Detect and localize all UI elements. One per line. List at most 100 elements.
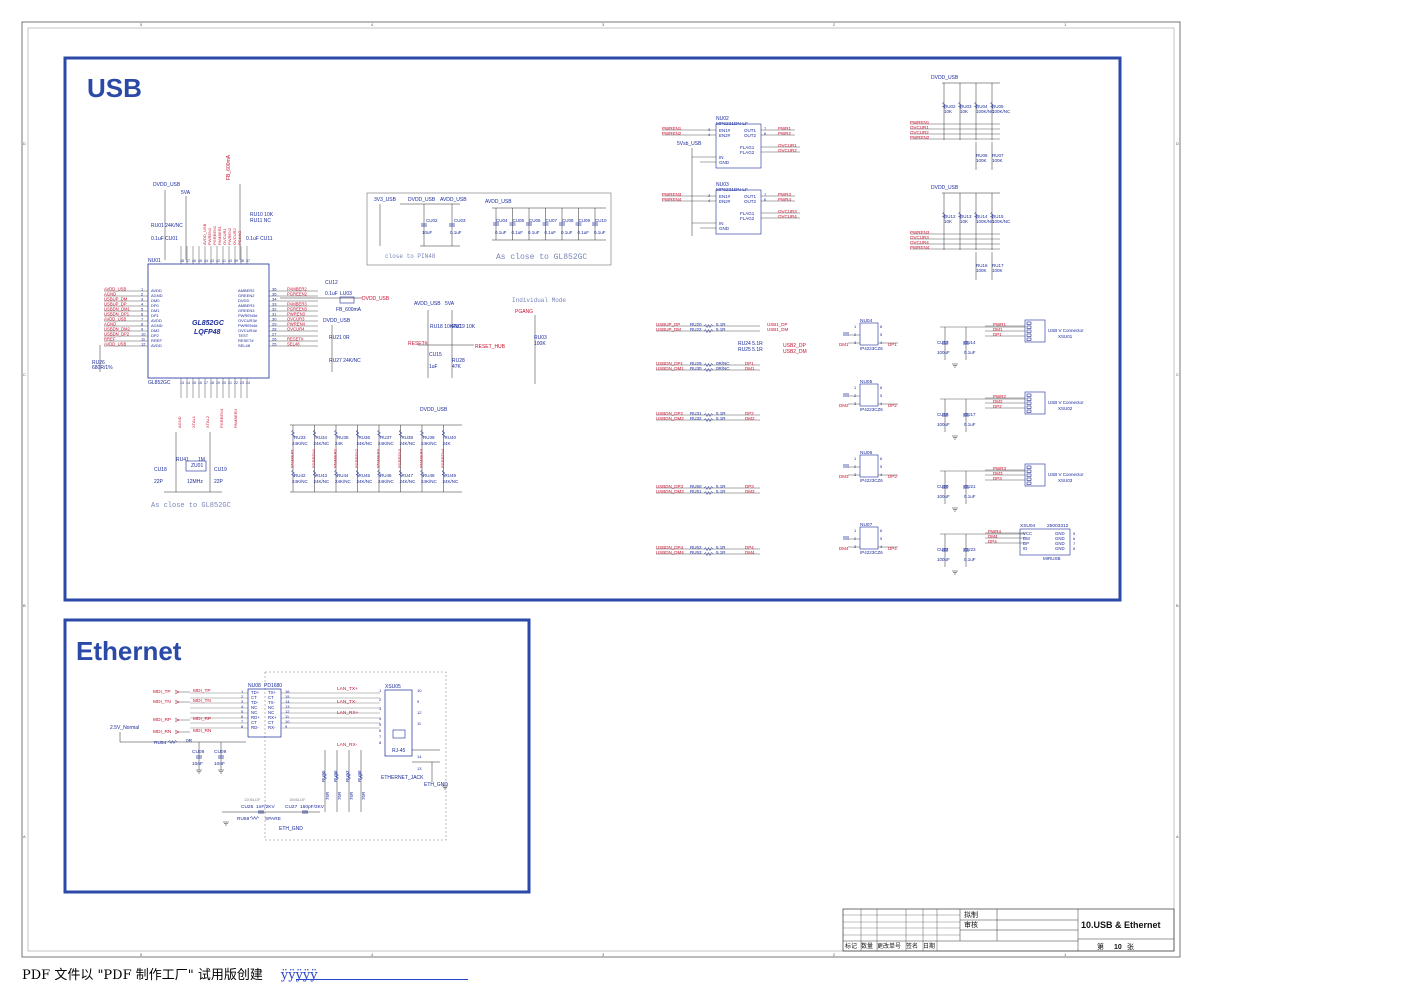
- connector-cap-ref: CU13: [937, 340, 949, 345]
- connector-cap-ref: CU21: [964, 484, 976, 489]
- series-ref: RU29: [690, 361, 702, 366]
- rj45-pin-right: 9: [417, 699, 420, 704]
- mag-left-num: 2: [241, 694, 244, 699]
- decap-ref: CU08: [562, 218, 574, 223]
- pdf-footer-link[interactable]: ÿÿÿÿÿ: [280, 968, 318, 983]
- switch-in-net: PWREN2: [662, 131, 682, 136]
- eth-part-ref: CU26: [241, 804, 254, 810]
- eth-term-val: 75R: [361, 791, 366, 800]
- connector-cap-ref: CU16: [937, 412, 949, 417]
- avdd-label-reset: AVDD_USB: [414, 301, 441, 307]
- series-val: 5.1R: [716, 322, 726, 327]
- as-close-gl852gc-note: As close to GL852GC: [496, 253, 587, 262]
- mag-left-num: 1: [241, 689, 244, 694]
- connector-cap-ref: CU20: [937, 484, 949, 489]
- svg-text:CU19: CU19: [214, 467, 227, 473]
- esd-net-b: DP4: [888, 546, 897, 551]
- esd-net-b: DP3: [888, 474, 897, 479]
- hub-right-num: 32: [272, 307, 277, 312]
- hub-left-net: RREF: [104, 337, 116, 342]
- decoupling-frame: [366, 192, 612, 266]
- decap-val: 0.1uF: [545, 230, 557, 235]
- sheet-frame: [21, 21, 1181, 958]
- pull-lower-ref: RU16: [976, 263, 988, 268]
- sheet-prefix: 第: [1097, 942, 1104, 951]
- switch-in-net: PWREN1: [662, 126, 682, 131]
- hub-left-name: DM1: [151, 308, 160, 313]
- hub-right-num: 28: [272, 327, 277, 332]
- hub-right-net: PWREN4: [287, 322, 306, 327]
- mag-right-name: NC: [268, 710, 274, 715]
- pull-dvdd: DVDD_USB: [931, 75, 959, 81]
- series-val: 5.1R: [716, 484, 726, 489]
- esd-part: IP4223CZ6: [860, 407, 883, 412]
- esd-pin: 1: [854, 528, 857, 533]
- mag-out-net: LAN_RX-: [337, 742, 358, 748]
- esd-pin: 2: [854, 536, 857, 541]
- hub-top-net: OVCUR2: [232, 228, 237, 245]
- mag-left-name: TD+: [251, 690, 260, 695]
- connector-pin: GND: [1055, 536, 1065, 541]
- svg-text:CU18: CU18: [154, 467, 167, 473]
- mag-in-net: MDI_TN: [153, 699, 171, 705]
- switch-out-num: 7: [764, 126, 767, 131]
- eth-term-ref: RU58: [357, 770, 362, 782]
- connector-cap-ref: CU22: [937, 547, 949, 552]
- hub-left-num: 5: [141, 307, 144, 312]
- reset-net: RESET#: [408, 341, 428, 347]
- dvdd-net: DVDD_USB: [362, 296, 390, 302]
- svg-text:100K: 100K: [534, 341, 546, 347]
- series-out-net: DP4: [745, 545, 754, 550]
- hub-left-num: 8: [141, 322, 144, 327]
- pull-val: 100K/NC: [992, 219, 1011, 224]
- hub-right-num: 27: [272, 332, 277, 337]
- dvdd-label-decap: DVDD_USB: [408, 197, 436, 203]
- hub-left-net: USBUP_DM: [104, 297, 128, 302]
- series-out-net: USB1_DM: [767, 327, 789, 332]
- usb-connectors: USB V ConnectorXSU01PWR1DM1DP1CU13100uFC…: [937, 319, 1084, 575]
- pull-lower-ref: RU06: [976, 153, 988, 158]
- mag-left-num: 7: [241, 719, 244, 724]
- series-in-net: USBDN_DM4: [656, 550, 684, 555]
- connector-ref: XSU04: [1020, 523, 1036, 529]
- pull-val: 10K: [960, 219, 968, 224]
- mag-right-num: 9: [285, 724, 288, 729]
- esd-net-b: DP2: [888, 403, 897, 408]
- hub-right-name: PWREN4#: [238, 323, 258, 328]
- hub-right-name: RESET#: [238, 338, 254, 343]
- decap-ref: CU06: [529, 218, 541, 223]
- hub-left-num: 9: [141, 327, 144, 332]
- hub-right-name: OVCUR3#: [238, 318, 258, 323]
- hub-left-name: DP1: [151, 313, 160, 318]
- series-out-net: DM4: [745, 550, 755, 555]
- pull-val: 100K/NC: [976, 109, 995, 114]
- led-resistor-array: RU3324K/NCRU4224K/NCPAMBER1RU3424K/NCRU4…: [290, 425, 459, 492]
- hub-right-num: 25: [272, 342, 277, 347]
- zone-bottom-1: 1: [1064, 952, 1067, 957]
- esd-pin: 5: [880, 536, 883, 541]
- pull-net: PWREN3: [910, 230, 930, 235]
- decoupling-box: 3V3_USB DVDD_USB AVDD_USB AVDD_USB CU021…: [366, 192, 612, 266]
- connector-name: USB V Connector: [1048, 400, 1084, 405]
- title-block-col: 日期: [923, 942, 935, 950]
- led-res-bot-ref: RU46: [380, 473, 392, 478]
- esd-pin: 4: [880, 340, 883, 345]
- pull-ref: RU02: [944, 104, 956, 109]
- led-res-top-val: 24K: [443, 441, 451, 446]
- rj45-pin: 3: [379, 706, 382, 711]
- decap-ref: CU10: [595, 218, 607, 223]
- series-ref: RU52: [690, 545, 702, 550]
- series-ref: RU50: [690, 484, 702, 489]
- switch-pin: FLAG1: [740, 211, 755, 216]
- mag-right-name: CT: [268, 695, 274, 700]
- connector-pin: DP: [1023, 541, 1029, 546]
- decap-val: 0.1uF: [561, 230, 573, 235]
- zone-bottom-5: 5: [140, 952, 143, 957]
- pull-up-groups: DVDD_USBRU0210KRU0310KRU04100K/NCRU05100…: [910, 75, 1011, 280]
- decap-val: 0.1uF: [594, 230, 606, 235]
- rj45-pin: 4: [379, 716, 382, 721]
- mag-left-name: RD+: [251, 715, 260, 720]
